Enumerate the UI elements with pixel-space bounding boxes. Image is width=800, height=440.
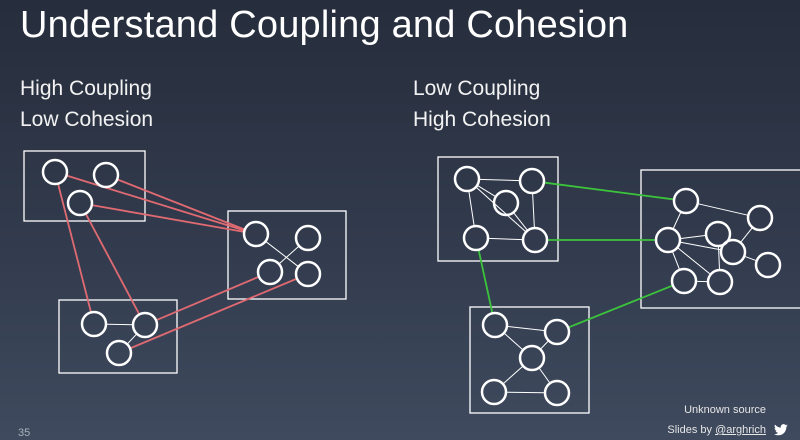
coupling-link-a3-b1 xyxy=(91,204,245,233)
node-e8 xyxy=(706,268,734,296)
internal-link-d1-d4 xyxy=(468,190,475,227)
internal-link-f3-f5 xyxy=(538,367,551,384)
internal-link-f1-f3 xyxy=(503,332,524,351)
coupling-link-a3-c2 xyxy=(84,213,141,315)
node-a3 xyxy=(66,189,94,217)
coupling-link-a1-b1 xyxy=(66,174,245,232)
internal-link-e4-e6 xyxy=(671,250,681,271)
module-R1 xyxy=(437,156,559,262)
node-e3 xyxy=(704,220,732,248)
module-L1 xyxy=(23,150,146,222)
coupling-link-a1-c1 xyxy=(57,183,92,313)
node-b4 xyxy=(294,260,322,288)
node-f1 xyxy=(481,311,509,339)
internal-link-f2-f3 xyxy=(539,340,550,350)
internal-link-e1-e2 xyxy=(697,203,749,216)
internal-link-e3-e4 xyxy=(679,234,707,240)
node-e4 xyxy=(654,226,682,254)
left-heading-cohesion: Low Cohesion xyxy=(20,108,154,131)
coupling-link-a2-b1 xyxy=(116,178,246,231)
internal-link-e4-e5 xyxy=(679,241,722,251)
node-e7 xyxy=(754,251,782,279)
module-R2 xyxy=(640,169,800,309)
source-note: Unknown source xyxy=(684,404,766,416)
node-d1 xyxy=(453,165,481,193)
coupling-link-b3-c2 xyxy=(155,275,260,322)
node-e5 xyxy=(719,238,747,266)
internal-link-e2-e5 xyxy=(740,227,753,243)
node-e2 xyxy=(746,204,774,232)
node-f2 xyxy=(543,318,571,346)
left-heading-coupling: High Coupling xyxy=(20,77,152,100)
node-f4 xyxy=(480,378,508,406)
node-d2 xyxy=(518,167,546,195)
node-d4 xyxy=(462,224,490,252)
internal-link-f1-f2 xyxy=(506,325,546,332)
module-R3 xyxy=(469,306,590,414)
node-b1 xyxy=(242,220,270,248)
left-heading: High Coupling Low Cohesion xyxy=(20,73,153,135)
node-b2 xyxy=(294,224,322,252)
credit-handle-link[interactable]: @arghrich xyxy=(715,424,766,436)
internal-link-c1-c2 xyxy=(105,323,134,326)
node-d3 xyxy=(492,189,520,217)
internal-link-d2-d5 xyxy=(532,192,535,229)
internal-link-b1-b4 xyxy=(265,240,299,268)
internal-link-d1-d3 xyxy=(476,184,497,198)
node-f3 xyxy=(518,344,546,372)
right-heading-coupling: Low Coupling xyxy=(413,77,541,100)
right-heading: Low Coupling High Cohesion xyxy=(413,73,551,135)
right-heading-cohesion: High Cohesion xyxy=(413,108,551,131)
credit-prefix: Slides by xyxy=(667,424,716,436)
module-L2 xyxy=(227,210,347,300)
internal-link-f4-f5 xyxy=(505,391,546,394)
coupling-link-b4-c3 xyxy=(129,277,298,350)
node-c1 xyxy=(80,310,108,338)
internal-link-e5-e7 xyxy=(744,255,757,262)
node-d5 xyxy=(521,226,549,254)
internal-link-e3-e8 xyxy=(718,245,720,271)
internal-link-c2-c3 xyxy=(126,333,138,345)
node-a1 xyxy=(41,158,69,186)
internal-link-d1-d2 xyxy=(478,178,521,182)
node-c2 xyxy=(131,311,159,339)
node-e6 xyxy=(670,267,698,295)
module-L3 xyxy=(58,299,178,374)
node-c3 xyxy=(105,339,133,367)
coupling-link-d2-e1 xyxy=(543,181,675,201)
slide-credit: Slides by @arghrich xyxy=(667,424,766,436)
twitter-icon[interactable] xyxy=(774,424,788,436)
internal-link-e4-e8 xyxy=(677,247,711,275)
page-number: 35 xyxy=(18,427,31,439)
coupling-link-e6-f2 xyxy=(567,284,674,329)
slide-title: Understand Coupling and Cohesion xyxy=(20,4,629,46)
internal-link-d3-d5 xyxy=(513,212,528,231)
node-b3 xyxy=(256,258,284,286)
internal-link-d4-d5 xyxy=(487,237,524,241)
internal-link-d1-d5 xyxy=(475,186,527,233)
node-a2 xyxy=(92,161,120,189)
coupling-link-d4-f1 xyxy=(477,249,494,314)
node-e1 xyxy=(672,187,700,215)
internal-link-f3-f4 xyxy=(502,365,524,385)
node-f5 xyxy=(543,379,571,407)
internal-link-e1-e4 xyxy=(672,211,682,230)
internal-link-b2-b3 xyxy=(278,245,300,265)
